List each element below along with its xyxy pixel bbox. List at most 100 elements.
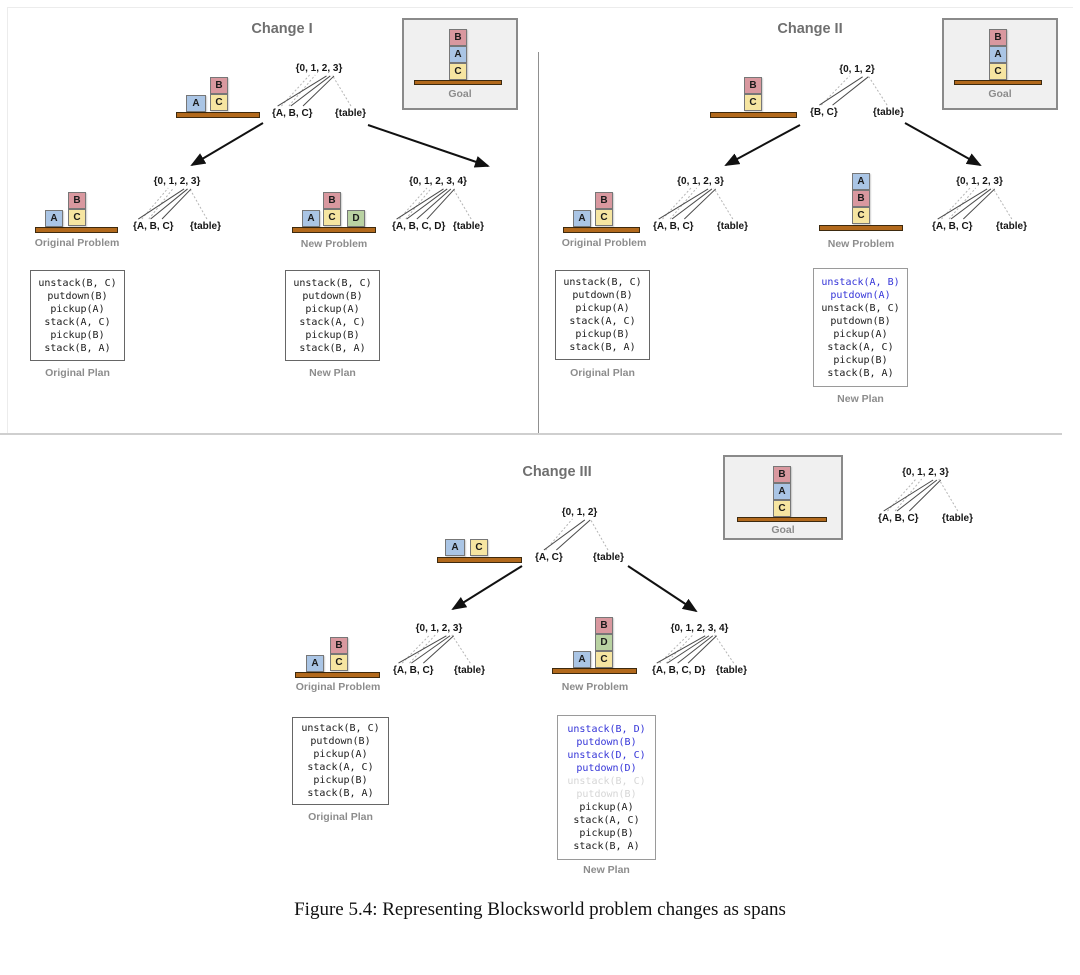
plan-step: stack(B, A) (573, 840, 640, 852)
plan-step: stack(B, A) (827, 367, 894, 379)
span-table-label: {table} (716, 221, 748, 232)
span-objects-label: {A, B, C} (653, 221, 694, 232)
goal-label: Goal (771, 524, 795, 536)
span-change3-initial: {0, 1, 2} {A, C} {table} (535, 507, 624, 563)
plan-step: unstack(B, C) (563, 277, 642, 288)
span-change3-goal: {0, 1, 2, 3} {A, B, C} {table} (878, 467, 973, 524)
change1-new-plan-box: unstack(B, C)putdown(B)pickup(A)stack(A,… (285, 270, 380, 361)
plan-step: pickup(B) (313, 775, 368, 786)
span-table-label: {table} (592, 552, 624, 563)
block-a: A (573, 210, 591, 227)
goal-label: Goal (988, 88, 1012, 100)
block-b: B (210, 77, 228, 94)
block-d: D (347, 210, 365, 227)
plan-step: unstack(B, D) (567, 723, 646, 735)
goal-box (402, 18, 518, 110)
span-top-label: {0, 1, 2, 3} (956, 176, 1003, 187)
span-top-label: {0, 1, 2} (839, 64, 875, 75)
goal-label: Goal (448, 88, 472, 100)
span-objects-label: {A, B, C, D} (652, 665, 706, 676)
block-c: C (773, 500, 791, 517)
block-c: C (68, 209, 86, 226)
block-c: C (210, 94, 228, 111)
original-plan-label: Original Plan (570, 367, 635, 379)
block-b: B (330, 637, 348, 654)
frame-left-line (7, 7, 8, 434)
plan-step: pickup(B) (579, 827, 634, 839)
span-table-label: {table} (941, 513, 973, 524)
span-lines (392, 187, 484, 220)
span-lines (652, 634, 747, 664)
plan-step: putdown(B) (302, 290, 363, 302)
table-bar (437, 557, 522, 563)
plan-step: pickup(B) (833, 354, 888, 366)
original-plan-label: Original Plan (308, 811, 373, 823)
span-lines (535, 518, 624, 551)
span-top-label: {0, 1, 2, 3, 4} (670, 623, 729, 634)
table-bar (710, 112, 797, 118)
plan-step: stack(A, C) (827, 341, 894, 353)
plan-step: stack(A, C) (307, 762, 374, 773)
span-change3-original: {0, 1, 2, 3} {A, B, C} {table} (393, 623, 485, 676)
block-c: C (595, 209, 613, 226)
block-b: B (852, 190, 870, 207)
block-b: B (744, 77, 762, 94)
block-b: B (323, 192, 341, 209)
span-change1-new: {0, 1, 2, 3, 4} {A, B, C, D} {table} (392, 176, 484, 232)
block-b: B (68, 192, 86, 209)
block-d: D (595, 634, 613, 651)
block-c: C (323, 209, 341, 226)
block-a: A (989, 46, 1007, 63)
span-lines (133, 187, 221, 220)
span-top-label: {0, 1, 2, 3} (153, 176, 201, 187)
span-objects-label: {A, B, C, D} (392, 221, 446, 232)
plan-step: unstack(A, B) (821, 276, 900, 288)
block-c: C (470, 539, 488, 556)
change2-original-plan-box: unstack(B, C)putdown(B)pickup(A)stack(A,… (555, 270, 650, 360)
table-bar (35, 227, 118, 233)
plan-step: stack(A, C) (44, 316, 111, 328)
new-problem-label: New Problem (827, 238, 895, 250)
span-table-label: {table} (453, 665, 485, 676)
frame-top-line (7, 7, 1073, 8)
plan-step: stack(B, A) (44, 342, 111, 354)
span-table-label: {table} (995, 221, 1027, 232)
plan-step: putdown(A) (830, 289, 891, 301)
table-bar (954, 80, 1042, 85)
figure-caption: Figure 5.4: Representing Blocksworld pro… (294, 899, 786, 920)
new-plan-label: New Plan (837, 393, 884, 405)
span-change1-initial: {0, 1, 2, 3} {A, B, C} {table} (272, 63, 366, 119)
plan-step: putdown(B) (576, 788, 637, 800)
plan-step: stack(B, A) (307, 788, 374, 799)
plan-step: stack(B, A) (569, 342, 636, 353)
block-b: B (595, 192, 613, 209)
span-top-label: {0, 1, 2, 3} (902, 467, 949, 478)
span-objects-label: {A, B, C} (932, 221, 973, 232)
block-a: A (306, 655, 324, 672)
span-lines (932, 187, 1027, 220)
plan-step: pickup(A) (313, 749, 368, 760)
block-c: C (989, 63, 1007, 80)
plan-step: putdown(B) (572, 290, 633, 301)
span-change2-new: {0, 1, 2, 3} {A, B, C} {table} (932, 176, 1027, 232)
change2-title: Change II (777, 21, 843, 37)
span-lines (878, 478, 973, 512)
table-bar (563, 227, 640, 233)
plan-step: pickup(A) (305, 303, 360, 315)
plan-step: putdown(D) (576, 762, 637, 774)
span-change2-initial: {0, 1, 2} {B, C} {table} (810, 64, 904, 118)
block-a: A (186, 95, 206, 112)
span-objects-label: {A, B, C} (133, 221, 174, 232)
panel-divider-vertical (538, 52, 539, 434)
plan-step: unstack(B, C) (821, 302, 900, 314)
block-c: C (330, 654, 348, 671)
panel-divider-horizontal (0, 433, 1062, 435)
table-bar (292, 227, 376, 233)
block-b: B (595, 617, 613, 634)
plan-step: stack(A, C) (299, 316, 366, 328)
span-change2-original: {0, 1, 2, 3} {A, B, C} {table} (653, 176, 748, 232)
span-lines (653, 187, 748, 220)
table-bar (176, 112, 260, 118)
plan-step: unstack(B, C) (38, 277, 117, 289)
original-problem-label: Original Problem (34, 237, 120, 249)
